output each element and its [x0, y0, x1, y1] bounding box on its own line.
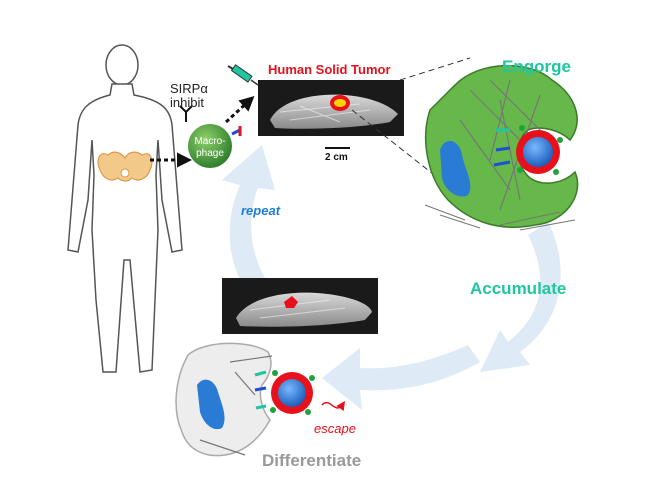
escape-arrow [321, 401, 346, 411]
repeat-label: repeat [241, 203, 281, 218]
debris-lines [424, 204, 576, 231]
differentiate-label: Differentiate [262, 451, 362, 470]
escape-label: escape [314, 421, 356, 436]
engorged-macrophage [424, 64, 579, 228]
tumor-bottom [284, 296, 298, 308]
sirpa-label-line2: inhibit [170, 95, 204, 110]
human-body-outline [67, 44, 183, 373]
cycle-arrow-left [222, 145, 278, 310]
mouse-image-top [258, 80, 404, 136]
target-cell-differentiate [270, 370, 315, 415]
accumulate-label: Accumulate [470, 279, 567, 298]
macrophage-label-line1: Macro- [194, 136, 226, 147]
macrophage-cell [188, 124, 232, 168]
cycle-arrow-bottom [322, 345, 480, 410]
tumor-title: Human Solid Tumor [268, 62, 391, 77]
mouse-image-bottom [222, 278, 378, 334]
receptor-icon [231, 126, 242, 136]
engorge-label: Engorge [502, 57, 571, 76]
arrow-to-mouse [224, 95, 255, 124]
macrophage-label-line2: phage [196, 148, 224, 159]
cycle-arrow [222, 145, 561, 410]
sirpa-label-line1: SIRPα [170, 81, 208, 96]
cycle-arrow-right [480, 222, 561, 372]
sirpa-antibody-icon [179, 105, 193, 122]
scale-bar-label: 2 cm [325, 152, 348, 163]
pelvis-bone-icon [97, 151, 153, 182]
zoom-line [351, 109, 439, 179]
syringe-icon [227, 64, 259, 86]
zoom-line [399, 57, 471, 81]
differentiated-macrophage [175, 342, 273, 457]
target-cell-engorge [516, 125, 563, 175]
